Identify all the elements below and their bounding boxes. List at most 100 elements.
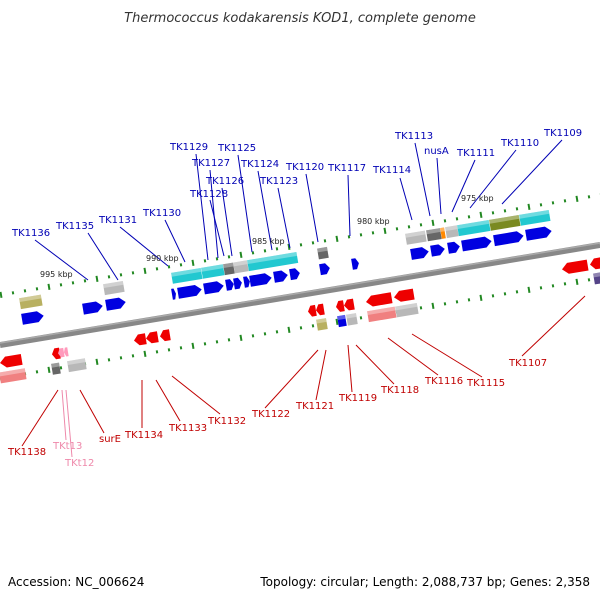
leader-line <box>521 295 586 357</box>
trna-gene-shape <box>64 347 69 357</box>
tick-mark <box>47 366 51 373</box>
annotated-feature-shape <box>367 306 397 323</box>
annotated-feature-shine <box>426 228 441 235</box>
tick-mark <box>551 201 555 205</box>
gene-label: TK1130 <box>142 208 181 219</box>
map-title: Thermococcus kodakarensis KOD1, complete… <box>124 11 476 26</box>
gene-label: TK1135 <box>55 221 94 232</box>
forward-gene <box>203 281 224 295</box>
tick-mark <box>419 306 423 310</box>
leader-line <box>347 174 351 237</box>
annotated-feature-shape <box>346 313 358 326</box>
annotated-feature-shine <box>19 294 42 303</box>
tick-mark <box>275 330 279 334</box>
annotated-feature <box>223 262 235 276</box>
tick-mark <box>575 278 579 285</box>
gene-label: TK1138 <box>7 447 46 458</box>
trna-gene-shape <box>58 347 65 358</box>
annotated-feature-shine <box>489 214 520 224</box>
tick-mark <box>299 243 303 247</box>
leader-line <box>65 389 73 458</box>
forward-gene-shape <box>233 277 242 290</box>
gene-label: TK1136 <box>11 228 50 239</box>
forward-gene <box>493 231 524 247</box>
tick-mark <box>563 282 567 286</box>
tick-mark <box>299 326 303 330</box>
tick-mark <box>59 283 63 287</box>
gene-label: TK1120 <box>285 162 324 173</box>
gene-label: TK1124 <box>240 159 279 170</box>
forward-gene <box>273 270 288 283</box>
leader-line <box>411 333 483 378</box>
tick-mark <box>479 294 483 301</box>
tick-mark <box>407 225 411 229</box>
reverse-gene-shape <box>316 303 325 316</box>
scale-label: 980 kbp <box>357 217 390 226</box>
bottom-strand-labels: TK1138 TKt13 TKt12 surE TK1134 TK1133 TK… <box>7 358 547 469</box>
tick-mark <box>107 358 111 362</box>
gene-label: TK1114 <box>372 165 411 176</box>
reverse-gene <box>590 257 600 270</box>
leader-line <box>315 349 327 401</box>
reverse-gene <box>562 259 589 274</box>
annotated-feature-shape <box>457 219 491 237</box>
leader-line <box>164 219 186 263</box>
forward-gene-shape <box>225 279 234 291</box>
annotated-feature-shape <box>103 280 125 296</box>
annotated-feature-shape <box>405 230 427 245</box>
gene-label: TK1115 <box>466 378 505 389</box>
tick-mark <box>455 217 459 221</box>
forward-gene-shape <box>82 301 103 315</box>
gene-label: TKt12 <box>64 458 94 469</box>
leader-line <box>209 199 225 257</box>
annotated-feature-shape <box>337 314 347 328</box>
gene-label: TK1118 <box>380 385 419 396</box>
forward-gene <box>525 226 552 241</box>
leader-line <box>34 239 89 281</box>
forward-gene-shape <box>430 244 445 257</box>
annotated-feature-shine <box>233 260 248 267</box>
tick-mark <box>347 235 351 239</box>
tick-mark <box>323 239 327 243</box>
forward-gene <box>447 241 460 254</box>
tick-mark <box>131 354 135 358</box>
annotated-feature-shape <box>593 272 600 285</box>
annotated-feature-shape <box>67 358 87 373</box>
annotated-feature-shape <box>445 225 459 239</box>
annotated-feature <box>67 358 87 373</box>
forward-gene-shape <box>243 276 250 288</box>
tick-mark <box>119 273 123 277</box>
forward-gene <box>430 244 445 257</box>
forward-gene-shape <box>410 247 429 260</box>
annotated-feature-shine <box>519 209 550 219</box>
tick-mark <box>503 292 507 296</box>
annotated-feature <box>395 302 419 318</box>
leader-line <box>399 177 413 221</box>
tick-mark <box>263 249 267 253</box>
tick-mark <box>95 275 99 282</box>
gene-label: TK1113 <box>394 131 433 142</box>
reverse-gene-shape <box>590 257 600 270</box>
tick-mark <box>479 211 483 218</box>
tick-mark <box>503 209 507 213</box>
leader-line <box>387 337 439 376</box>
tick-mark <box>491 211 495 215</box>
tick-mark <box>167 348 171 352</box>
annotated-feature-shape <box>19 294 43 310</box>
tick-mark <box>215 340 219 344</box>
leader-line <box>501 139 563 205</box>
forward-gene-shape <box>171 288 176 300</box>
tick-mark <box>275 247 279 251</box>
reverse-gene <box>316 303 325 316</box>
annotated-feature-shine <box>223 262 234 269</box>
tick-mark <box>335 235 339 242</box>
tick-mark <box>155 350 159 354</box>
forward-gene <box>177 284 202 299</box>
leader-line <box>469 149 517 209</box>
tick-mark <box>359 316 363 320</box>
annotated-feature-shine <box>337 314 346 321</box>
tick-mark <box>491 294 495 298</box>
leader-line <box>355 344 395 385</box>
gene-label: TK1128 <box>189 189 228 200</box>
